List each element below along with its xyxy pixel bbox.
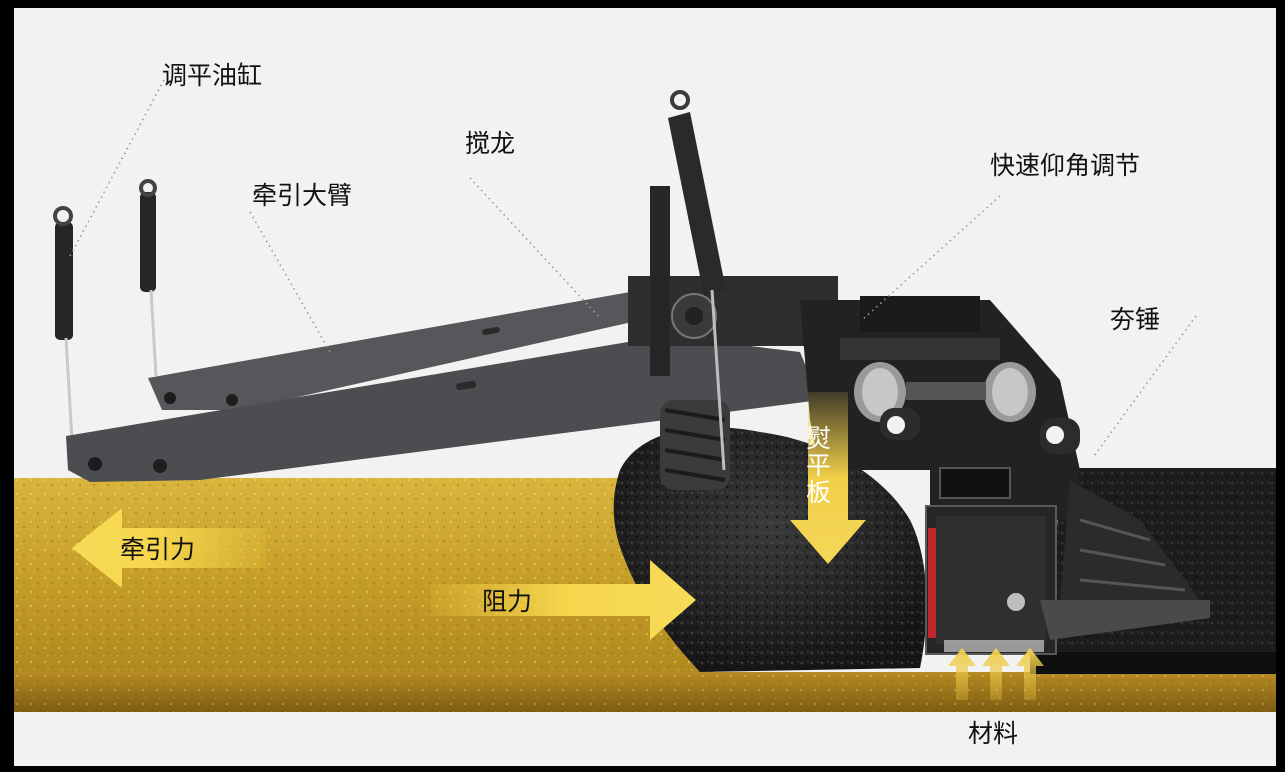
label-resistance: 阻力 bbox=[482, 587, 532, 616]
label-tamper: 夯锤 bbox=[1110, 305, 1160, 334]
leveling-cylinder-rear bbox=[139, 179, 158, 377]
tow-arm-rear bbox=[148, 292, 650, 410]
auger bbox=[660, 400, 730, 490]
tall-hydraulic-cylinder bbox=[668, 90, 726, 471]
material-arrows bbox=[948, 648, 1044, 700]
screed-pressure-arrow bbox=[790, 392, 866, 564]
label-quick-angle: 快速仰角调节 bbox=[990, 151, 1140, 180]
label-traction: 牵引力 bbox=[120, 535, 195, 564]
gold-base-strip-texture bbox=[14, 672, 1276, 712]
label-material: 材料 bbox=[968, 719, 1018, 748]
screed-machine bbox=[53, 90, 1210, 655]
asphalt-edge bbox=[1030, 652, 1276, 674]
red-hose bbox=[928, 528, 936, 638]
label-tow-arm: 牵引大臂 bbox=[252, 181, 352, 210]
tamper-rollers bbox=[854, 362, 1036, 422]
label-screed-2: 平 bbox=[806, 451, 831, 480]
upright-post bbox=[650, 186, 670, 376]
leader-quick-angle bbox=[861, 195, 1001, 321]
leveling-cylinder-front bbox=[53, 206, 74, 441]
resistance-arrow bbox=[430, 560, 696, 640]
label-screed-1: 熨 bbox=[806, 424, 831, 453]
tow-arm-front bbox=[66, 340, 820, 482]
leader-tamper bbox=[1093, 315, 1197, 457]
traction-arrow bbox=[72, 508, 266, 588]
label-leveling-cylinder: 调平油缸 bbox=[162, 61, 262, 90]
label-auger: 搅龙 bbox=[465, 129, 515, 158]
leader-leveling-cylinder bbox=[69, 79, 165, 257]
label-screed-3: 板 bbox=[806, 478, 831, 507]
